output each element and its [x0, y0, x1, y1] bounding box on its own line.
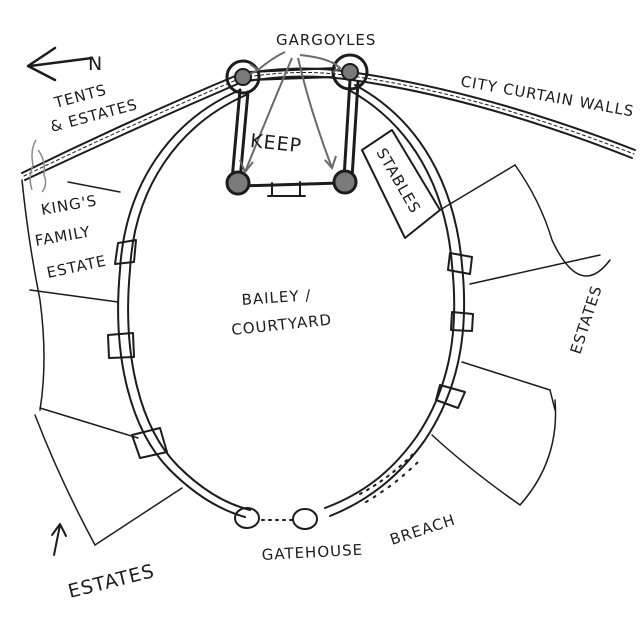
keep-label: KEEP [249, 130, 303, 157]
keep-tower-southeast [332, 169, 358, 195]
breach-rubble [359, 451, 421, 503]
gargoyle-arrow-icon [239, 57, 293, 174]
estate-plots-left [21, 179, 183, 546]
gargoyle-arrow-icon [297, 57, 337, 170]
estate-label: ESTATE [45, 252, 108, 282]
estates-right-label: ESTATES [567, 283, 606, 356]
compass-arrow-icon [26, 46, 94, 82]
estates-bottom-label: ESTATES [66, 560, 157, 603]
gargoyle-arrow-icon [249, 51, 286, 75]
keep-building [230, 67, 360, 197]
wall-tower [107, 332, 135, 359]
breach-label: BREACH [388, 511, 458, 549]
keep-tower-northwest [225, 59, 261, 95]
figure-sketch-icon [29, 139, 47, 193]
bailey-wall [117, 84, 466, 518]
gatehouse-tower [234, 507, 260, 529]
estate-plots-right [431, 164, 611, 506]
gatehouse-tower [292, 508, 318, 530]
compass-north-label: N [88, 53, 103, 75]
wall-tower [450, 311, 474, 332]
family-label: FAMILY [34, 222, 93, 250]
wall-tower [435, 384, 466, 409]
wall-tower [131, 427, 168, 459]
courtyard-label: COURTYARD [231, 311, 333, 339]
gargoyles-label: GARGOYLES [276, 31, 376, 49]
up-arrow-icon [51, 523, 67, 556]
bailey-label: BAILEY / [241, 286, 312, 309]
keep-tower-northeast [331, 53, 369, 91]
keep-tower-southwest [225, 170, 251, 196]
kings-label: KING'S [40, 191, 99, 219]
gatehouse-label: GATEHOUSE [261, 541, 363, 564]
stables-label: STABLES [373, 145, 425, 217]
gargoyle-arrow-icon [299, 54, 342, 73]
city-curtain-walls-label: CITY CURTAIN WALLS [459, 72, 635, 120]
wall-tower [447, 252, 473, 275]
wall-tower [114, 239, 137, 265]
